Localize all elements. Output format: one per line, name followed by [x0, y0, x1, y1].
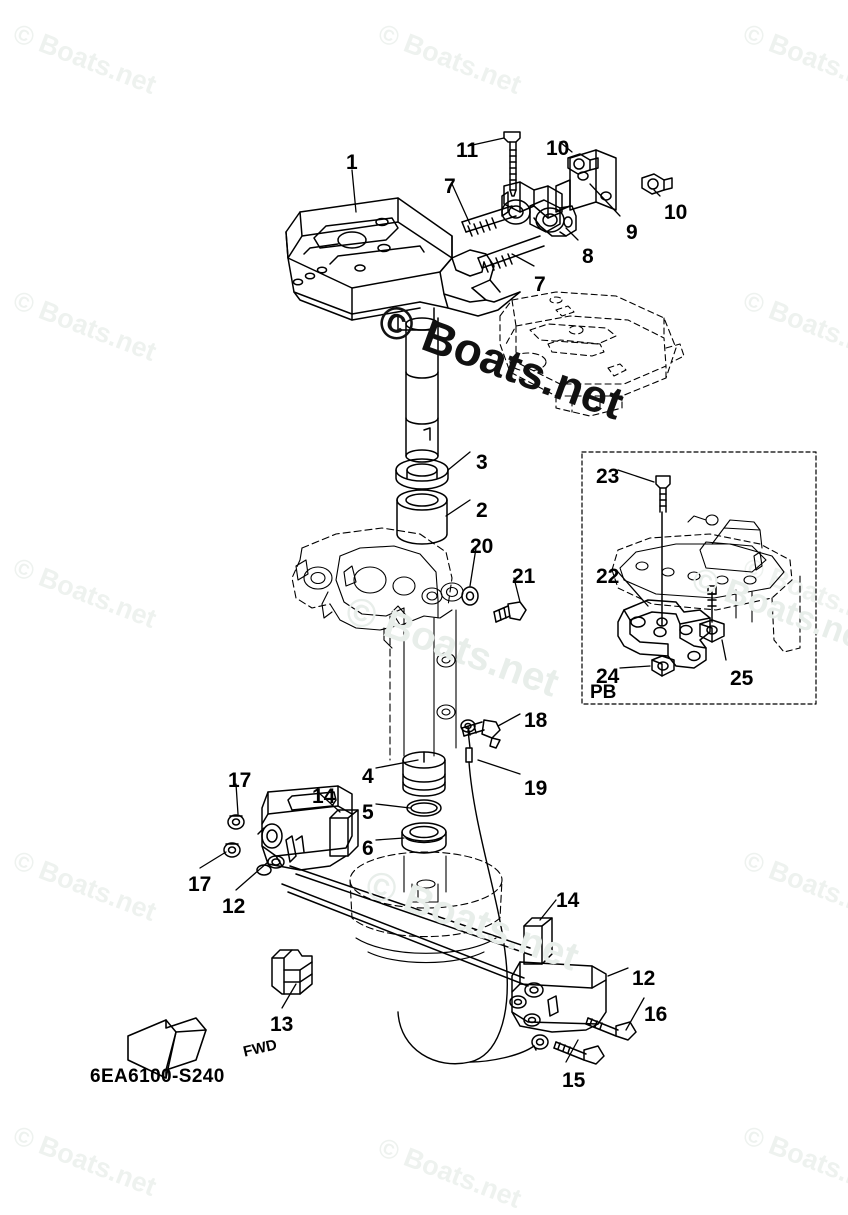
part-washer-17-upper: [227, 814, 245, 830]
callout-upper-mount-bracket: 1: [346, 151, 358, 174]
engine-mount-phantom: [499, 291, 685, 417]
clamp-bracket-left: [256, 785, 535, 987]
fwd-arrow: [127, 1017, 207, 1079]
callout-long-bolt: 23: [596, 465, 620, 488]
callout-clamp-bracket-left: 12: [222, 895, 246, 918]
callout-washer: 20: [470, 535, 494, 558]
part-mount-plate-9: [555, 149, 617, 213]
steering-shaft: [405, 317, 439, 463]
part-lower-bushing-4: [402, 751, 446, 797]
part-o-ring-5: [406, 799, 442, 817]
pb-plate-phantom: [611, 514, 801, 653]
callout-stay-bracket: 22: [596, 565, 620, 588]
callout-bolt: 16: [644, 1003, 668, 1026]
callout-mount-plate: 9: [626, 221, 638, 244]
part-lock-nut-10-lower: [641, 173, 673, 195]
swivel-bracket-body: [291, 527, 464, 761]
part-damper-block-14-right: [523, 917, 553, 965]
callout-rubber-damper: 13: [270, 1013, 294, 1036]
clamp-bracket-right: [509, 961, 607, 1033]
part-bolt-11: [503, 131, 521, 197]
callout-clamp-bracket-right: 12: [632, 967, 656, 990]
callout-flange-bolt: 21: [512, 565, 536, 588]
callout-nut: 25: [730, 667, 754, 690]
part-washer-17-lower: [223, 842, 241, 858]
callout-bolt: 15: [562, 1069, 586, 1092]
part-ground-lead-19: [397, 719, 549, 1065]
callout-lock-nut: 10: [664, 201, 688, 224]
callout-washer: 17: [228, 769, 252, 792]
part-lock-nut-10-upper: [567, 153, 599, 175]
part-nut-24: [651, 655, 675, 677]
callout-ground-lead: 19: [524, 777, 548, 800]
part-washer-20: [461, 586, 479, 606]
callout-bushing: 2: [476, 499, 488, 522]
callout-nut: 24: [596, 665, 620, 688]
diagram-part-number: 6EA6100-S240: [90, 1066, 225, 1087]
part-rubber-damper-13: [271, 949, 313, 995]
part-grease-nipple-18: [461, 719, 501, 749]
part-bolt-15: [553, 1041, 605, 1065]
callout-oil-seal: 3: [476, 451, 488, 474]
callout-grease-nipple: 18: [524, 709, 548, 732]
part-lower-seal-6: [401, 822, 447, 854]
lower-casing-phantom: [349, 851, 503, 964]
part-upper-mount-bracket: [285, 197, 521, 331]
pb-inset-box: [581, 451, 817, 705]
callout-damper-block: 14: [312, 785, 336, 808]
callout-stud-bolt: 7: [444, 175, 456, 198]
callout-damper-block: 14: [556, 889, 580, 912]
callout-flange-bolt: 11: [456, 139, 479, 162]
leader-lines: [199, 137, 661, 1063]
part-bolt-16: [585, 1017, 637, 1041]
callout-mount-block: 8: [582, 245, 594, 268]
inset-label-pb: PB: [590, 682, 617, 703]
callout-lock-nut: 10: [546, 137, 570, 160]
callout-lower-bushing: 4: [362, 765, 374, 788]
callout-stud-bolt: 7: [534, 273, 546, 296]
part-bolt-21: [493, 601, 527, 623]
part-bushing-2: [396, 489, 448, 545]
part-stay-bracket-22: [617, 599, 711, 669]
callout-o-ring: 5: [362, 801, 374, 824]
part-stud-bolt-7-upper: [461, 205, 517, 237]
part-nut-25: [699, 585, 725, 643]
callout-lower-oil-seal: 6: [362, 837, 374, 860]
part-stud-bolt-7-lower: [477, 235, 545, 273]
callout-washer: 17: [188, 873, 212, 896]
part-oil-seal-3: [395, 458, 449, 490]
part-long-bolt-23: [655, 475, 671, 627]
